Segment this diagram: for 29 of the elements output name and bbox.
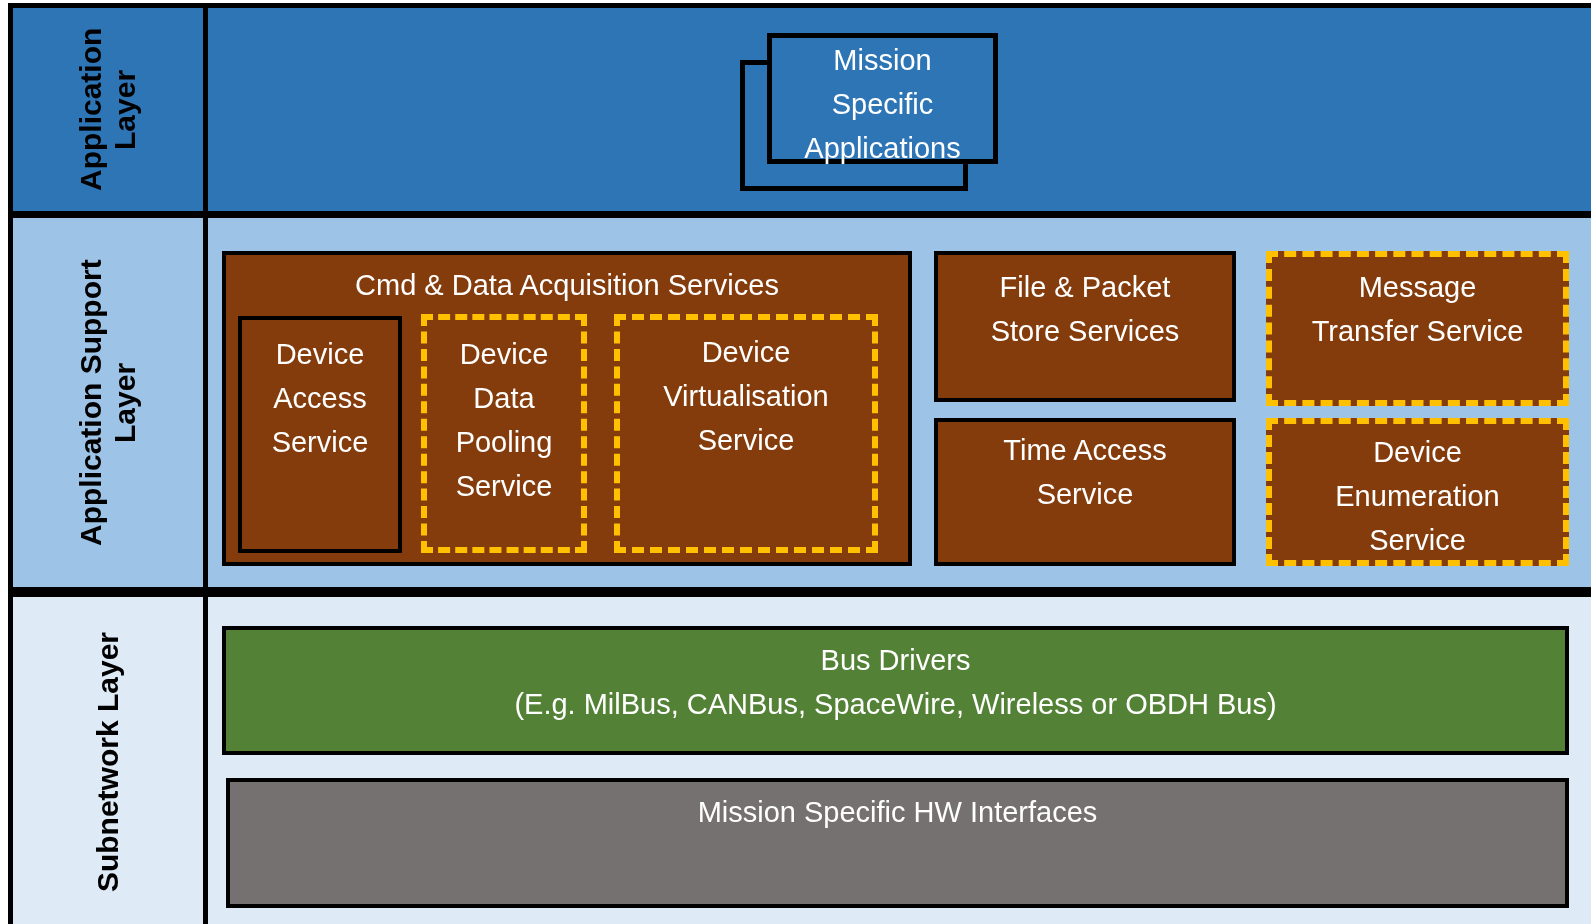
interface-bar [226,778,1569,908]
layer-band [8,592,1591,924]
service-group-box [222,251,912,566]
application-box [740,33,998,191]
box-label: Message Transfer Service [1310,270,1525,349]
box-label: Mission Specific Applications [803,43,962,166]
box-label: Device Data Pooling Service [454,337,554,504]
layer-band [8,213,1591,592]
box-label: Mission Specific HW Interfaces [696,795,1099,830]
service-box [421,314,587,553]
box-label: Cmd & Data Acquisition Services [354,268,780,303]
box-label: Time Access Service [1002,433,1168,512]
box-label: File & Packet Store Services [989,270,1181,349]
box-label: Device Access Service [270,337,370,460]
service-box [238,316,402,553]
layer-label: Application Support Layer [74,258,142,548]
layer-label: Application Layer [74,26,142,194]
layer-band [8,3,1591,216]
service-box [1266,251,1569,406]
service-box [1266,418,1569,566]
service-box [934,418,1236,566]
layer-label: Subnetwork Layer [91,631,125,893]
driver-bar [222,626,1569,755]
box-label: Bus Drivers [819,643,972,678]
service-box [934,251,1236,402]
box-label: Device Virtualisation Service [662,335,830,458]
service-box [614,314,878,553]
box-label: Device Enumeration Service [1334,435,1501,558]
box-note: (E.g. MilBus, CANBus, SpaceWire, Wireless or OBDH Bus) [513,687,1278,722]
